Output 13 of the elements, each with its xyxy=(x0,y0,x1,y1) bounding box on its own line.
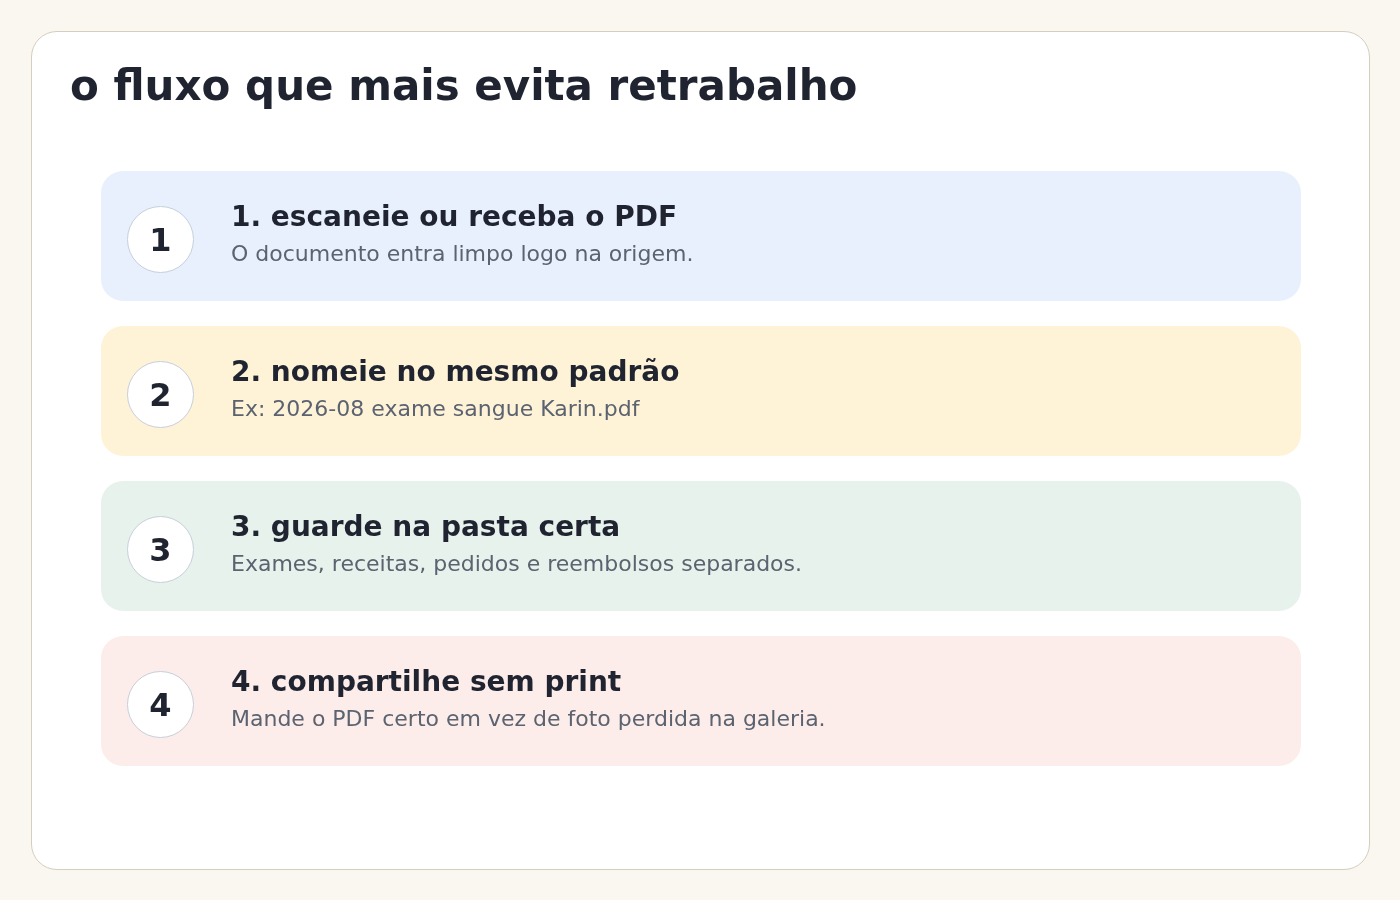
step-heading: 3. guarde na pasta certa xyxy=(231,510,622,544)
step-card xyxy=(101,326,1301,456)
step-heading: 1. escaneie ou receba o PDF xyxy=(231,200,679,234)
step-description: Exames, receitas, pedidos e reembolsos separados. xyxy=(231,550,803,578)
diagram-title: o fluxo que mais evita retrabalho xyxy=(70,61,858,111)
step-description: Mande o PDF certo em vez de foto perdida na galeria. xyxy=(231,705,826,733)
step-card xyxy=(101,636,1301,766)
step-heading: 4. compartilhe sem print xyxy=(231,665,623,699)
step-heading: 2. nomeie no mesmo padrão xyxy=(231,355,680,389)
step-card xyxy=(101,171,1301,301)
step-description: Ex: 2026-08 exame sangue Karin.pdf xyxy=(231,395,641,423)
step-card xyxy=(101,481,1301,611)
step-description: O documento entra limpo logo na origem. xyxy=(231,240,694,268)
